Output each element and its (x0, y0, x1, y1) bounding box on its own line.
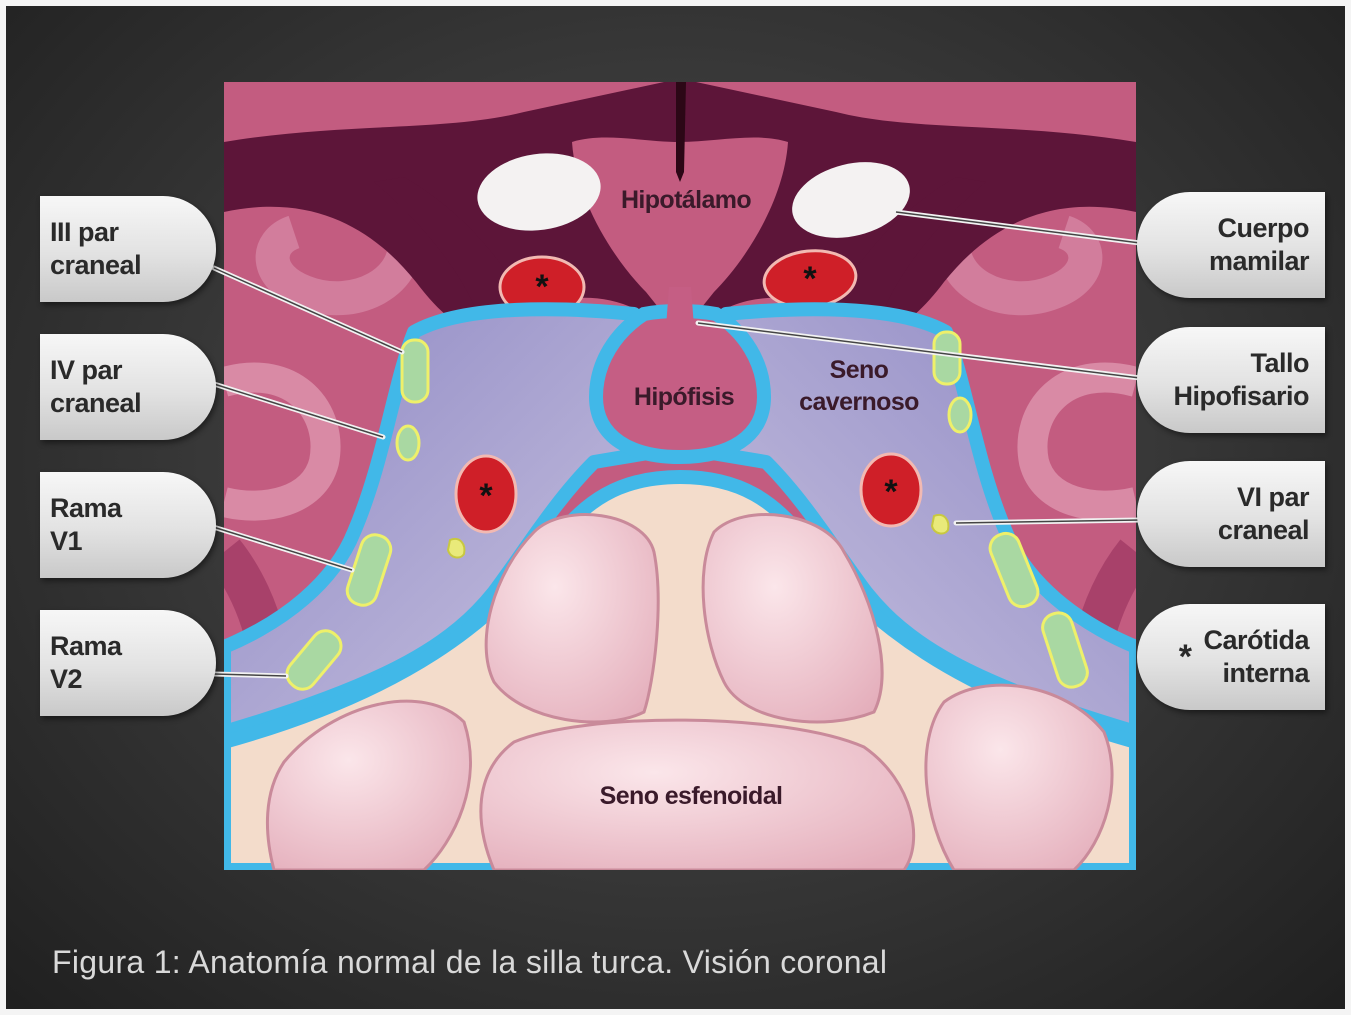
callout-iv-par-craneal: IV par craneal (40, 334, 216, 440)
callout-label: Tallo Hipofisario (1173, 347, 1309, 413)
callout-rama-v2: Rama V2 (40, 610, 216, 716)
callout-label: Rama V1 (50, 492, 122, 558)
callout-label: VI par craneal (1218, 481, 1309, 547)
figure-caption: Figura 1: Anatomía normal de la silla tu… (52, 944, 887, 981)
callout-vi-par-craneal: VI par craneal (1137, 461, 1325, 567)
callout-label: Carótida interna (1203, 624, 1309, 690)
callout-carotida-interna: * Carótida interna (1137, 604, 1325, 710)
asterisk-marker: * (1179, 641, 1192, 674)
callout-iii-par-craneal: III par craneal (40, 196, 216, 302)
callout-tallo-hipofisario: Tallo Hipofisario (1137, 327, 1325, 433)
callout-cuerpo-mamilar: Cuerpo mamilar (1137, 192, 1325, 298)
callout-label: Cuerpo mamilar (1209, 212, 1309, 278)
callout-label: III par craneal (50, 216, 141, 282)
callout-rama-v1: Rama V1 (40, 472, 216, 578)
callout-label: Rama V2 (50, 630, 122, 696)
callout-label: IV par craneal (50, 354, 141, 420)
